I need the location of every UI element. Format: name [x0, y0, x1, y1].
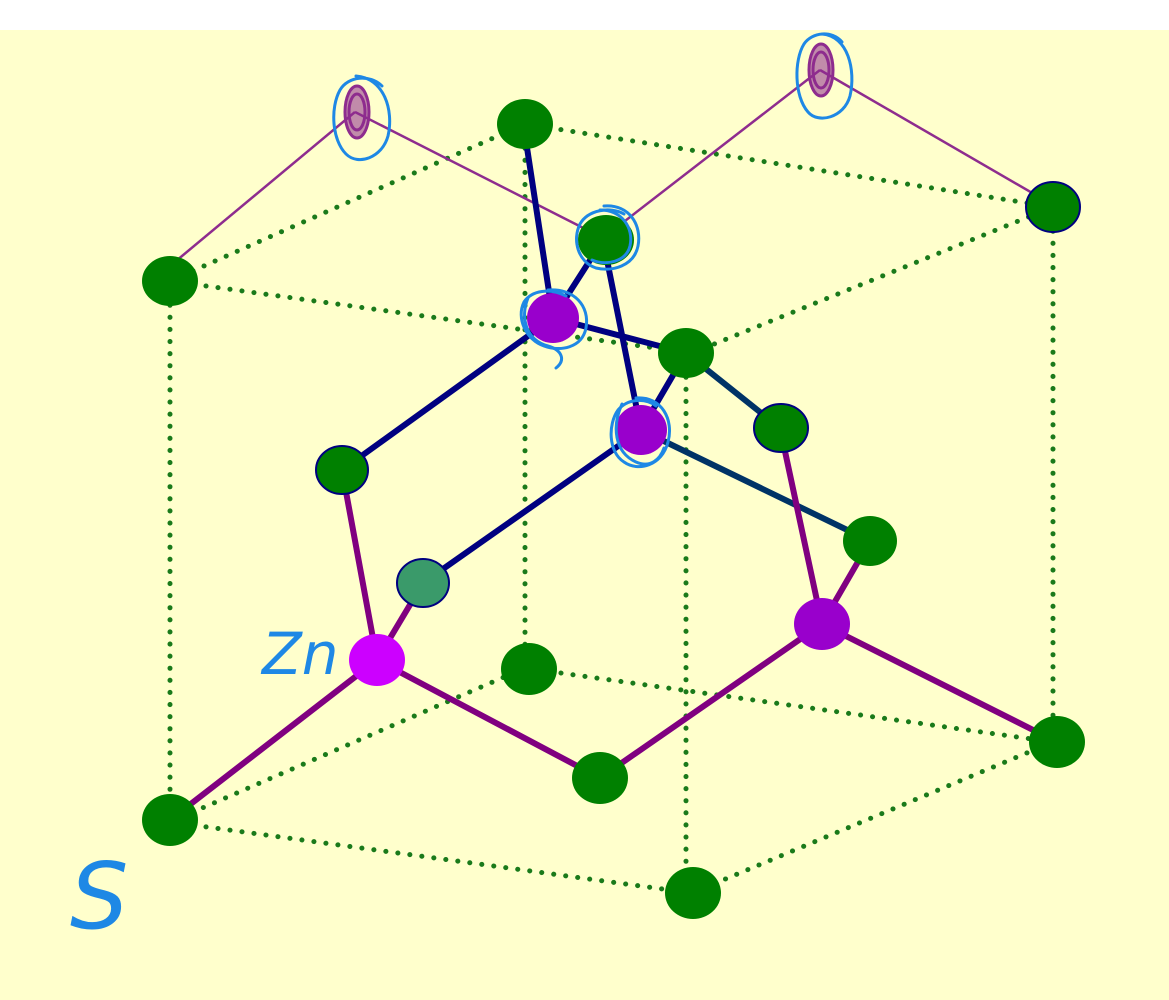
front-bonds — [167, 425, 1060, 823]
bond-line — [167, 657, 380, 823]
bond-line — [819, 621, 1060, 745]
sulfur-atom — [497, 99, 553, 149]
annotation-line — [169, 111, 356, 267]
cube-edge — [689, 739, 1056, 896]
cube-edge — [167, 121, 528, 284]
annotation-lines — [169, 68, 1054, 267]
zinc-atom — [349, 634, 405, 686]
zn-label: Zn — [260, 620, 339, 688]
cube-edge — [522, 121, 1056, 210]
bond-line — [374, 657, 603, 781]
zinc-atom — [794, 598, 850, 650]
annotation-circle — [609, 396, 671, 469]
annotation-scribble — [347, 92, 367, 132]
annotation-circle — [590, 208, 633, 265]
sulfur-atom — [665, 867, 721, 919]
cube-edge — [689, 204, 1056, 356]
sulfur-atom — [315, 445, 369, 495]
sulfur-atom — [142, 794, 198, 846]
zinc-atoms — [349, 293, 850, 686]
bond-line — [597, 621, 825, 781]
canvas-background — [0, 30, 1169, 1000]
unit-cell-cube — [167, 121, 1056, 896]
sulfur-atom — [753, 403, 809, 453]
zinc-atom — [615, 405, 667, 455]
sulfur-atom — [1025, 181, 1081, 233]
annotation-circles — [332, 32, 854, 469]
annotation-circle — [614, 402, 666, 466]
bond-line — [339, 467, 380, 663]
annotation-circle — [795, 32, 854, 120]
annotation-scribble — [811, 50, 831, 90]
bond-line — [521, 125, 556, 321]
sulfur-atom — [658, 328, 714, 378]
annotation-line — [354, 110, 604, 240]
zinc-atom — [527, 293, 579, 343]
bond-line — [777, 425, 825, 627]
bond-line — [638, 427, 873, 544]
sulfur-atom — [142, 256, 198, 306]
annotation-circle — [523, 296, 564, 370]
annotation-circle — [332, 74, 392, 162]
annotation-circle — [575, 204, 641, 271]
sulfur-atoms — [142, 99, 1085, 919]
sulfur-atom — [1029, 716, 1085, 768]
annotation-line — [819, 68, 1054, 207]
annotation-scribbles — [343, 42, 835, 140]
s-label: S — [70, 843, 128, 950]
sulfur-atom — [843, 516, 897, 566]
sulfur-atom — [501, 643, 557, 695]
sulfur-atom — [578, 215, 634, 265]
sulfur-atom — [572, 752, 628, 804]
annotation-line — [602, 69, 821, 239]
cube-edge — [522, 665, 1056, 745]
cube-edge — [167, 665, 528, 825]
bond-line — [420, 427, 644, 586]
sulfur-atom — [396, 558, 450, 608]
bond-line — [339, 315, 556, 473]
